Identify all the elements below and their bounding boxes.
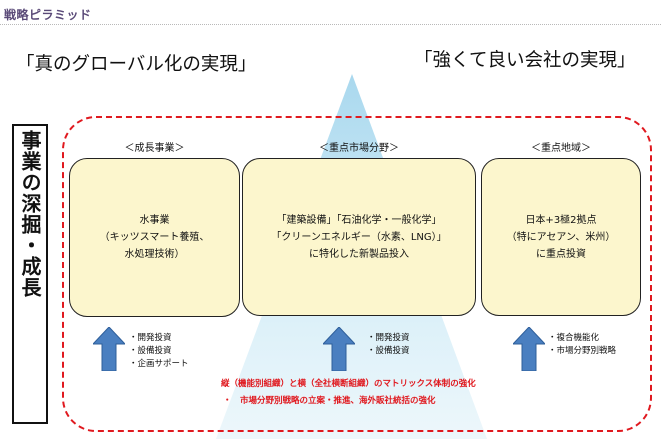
slogan-left: 「真のグローバル化の実現」 [16, 54, 257, 75]
card-line: 水処理技術） [124, 249, 185, 260]
title-divider [0, 24, 661, 25]
bullet-list-growth: ・開発投資 ・設備投資 ・企画サポート [129, 332, 189, 371]
card-key-region: 日本+3極2拠点 （特にアセアン、米州） に重点投資 [481, 158, 641, 316]
card-line: に特化した新製品投入 [309, 248, 409, 260]
bullet-list-market: ・開発投資 ・設備投資 [367, 332, 410, 358]
column-header-region: ＜重点地域＞ [531, 143, 591, 154]
bullet-list-region: ・複合機能化 ・市場分野別戦略 [548, 332, 616, 358]
card-line: に重点投資 [536, 248, 586, 260]
bullet-item: ・開発投資 [129, 333, 172, 343]
column-header-growth: ＜成長事業＞ [124, 143, 185, 154]
card-line: （特にアセアン、米州） [506, 231, 616, 243]
footer-line-1: 縦（機能別組織）と横（全社横断組織）のマトリックス体制の強化 [221, 379, 476, 389]
column-header-market: ＜重点市場分野＞ [319, 143, 399, 154]
slogan-right: 「強くて良い会社の実現」 [414, 50, 636, 71]
card-line: 水事業 [139, 215, 170, 226]
bullet-item: ・開発投資 [367, 333, 410, 343]
dashed-frame [62, 116, 652, 432]
arrow-up-icon [513, 327, 545, 371]
card-key-market: 「建築設備」「石油化学・一般化学」 「クリーンエネルギー（水素、LNG）」 に特… [242, 158, 476, 316]
bullet-item: ・市場分野別戦略 [548, 346, 617, 356]
card-line: 「建築設備」「石油化学・一般化学」 [276, 214, 442, 226]
arrow-up-icon [93, 327, 125, 371]
card-line: （キッツスマート養殖、 [99, 232, 210, 243]
card-growth-business: 水事業 （キッツスマート養殖、 水処理技術） [69, 158, 240, 317]
vertical-label: 事業の深掘・成長 [18, 130, 42, 298]
card-line: 「クリーンエネルギー（水素、LNG）」 [271, 231, 447, 243]
bullet-item: ・設備投資 [367, 346, 410, 356]
arrow-up-icon [323, 327, 355, 371]
card-line: 日本+3極2拠点 [525, 214, 597, 226]
bullet-item: ・設備投資 [129, 346, 172, 356]
bullet-item: ・企画サポート [129, 359, 189, 369]
footer-line-2: ・ 市場分野別戦略の立案・推進、海外販社統括の強化 [223, 396, 436, 406]
bullet-item: ・複合機能化 [548, 333, 600, 343]
vertical-label-box: 事業の深掘・成長 [12, 124, 48, 424]
page-title: 戦略ピラミッド [4, 8, 92, 22]
